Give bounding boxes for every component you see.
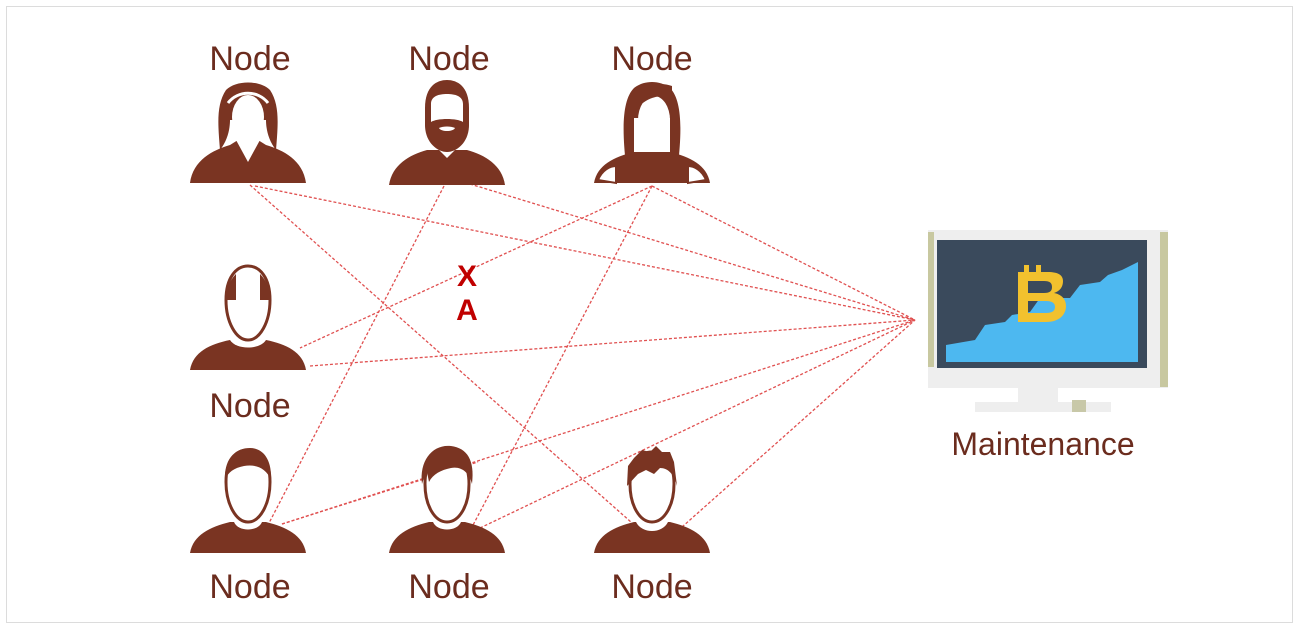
node-label-6: Node [408, 568, 490, 606]
bitcoin-icon [1018, 265, 1066, 322]
monitor-bitcoin-chart-icon [928, 230, 1168, 412]
node-label-7: Node [611, 568, 693, 606]
link-n1-maint [254, 185, 916, 321]
link-n4-maint [309, 319, 916, 367]
link-n2-n5 [267, 185, 445, 526]
node-label-1: Node [209, 40, 291, 78]
attack-mark-x: X [456, 260, 478, 293]
link-lines [249, 183, 916, 531]
bald-man-icon [190, 264, 306, 370]
link-n3-maint [651, 185, 916, 321]
man-short-hair-icon [190, 448, 306, 553]
woman-headband-icon [190, 82, 306, 183]
attack-mark-a: A [456, 294, 478, 327]
woman-long-hair-icon [594, 82, 710, 185]
link-n1-n7 [249, 184, 641, 531]
maintenance-label: Maintenance [951, 426, 1135, 462]
bearded-man-icon [389, 80, 505, 185]
link-n3-n6 [471, 185, 653, 528]
link-n2-maint [469, 183, 916, 321]
man-parted-hair-icon [389, 445, 505, 553]
link-n7-maint [681, 319, 916, 528]
man-spiky-hair-icon [594, 446, 710, 553]
node-label-4: Node [209, 387, 291, 425]
node-label-3: Node [611, 40, 693, 78]
node-label-5: Node [209, 568, 291, 606]
link-n3-n4 [299, 185, 653, 349]
link-n6-maint [479, 319, 916, 529]
node-label-2: Node [408, 40, 490, 78]
link-n5-maint [281, 319, 916, 525]
